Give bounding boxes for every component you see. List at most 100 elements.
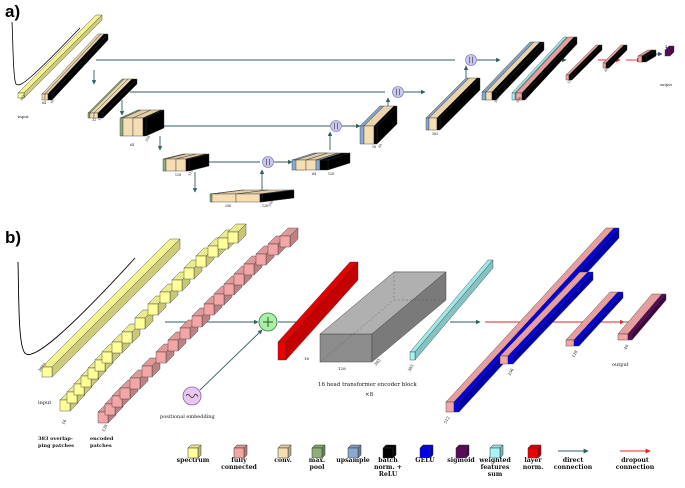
sigmoid-slab-b	[627, 293, 667, 341]
positional-embedding-node	[182, 386, 202, 406]
fc4-slab-b	[617, 293, 663, 341]
patches-label: ping patches	[38, 443, 74, 449]
dec4-bn	[319, 152, 351, 171]
spectrum-input-slab	[17, 14, 103, 99]
dim-label: 128	[571, 349, 579, 359]
legend-item-sigmoid: sigmoid	[438, 444, 484, 464]
legend-label: conv.	[274, 457, 292, 464]
dim-label: 64	[603, 67, 608, 73]
dim-label: 64	[130, 143, 134, 147]
dim-label: 3072	[37, 361, 48, 372]
enc3-bn	[142, 109, 165, 137]
enc2-bn	[97, 78, 138, 119]
dim-label: 64	[312, 172, 316, 176]
legend-label: fully connected	[221, 457, 257, 471]
legend-label: batch norm. + ReLU	[374, 457, 402, 478]
legend-label: layer norm.	[522, 457, 544, 471]
output-label-b: output	[612, 362, 629, 368]
bottleneck-bn	[259, 189, 295, 203]
dim-label: 256	[267, 200, 274, 207]
enc1-bn	[47, 33, 109, 101]
dim-label: 256	[225, 204, 231, 208]
dim-label: 40	[623, 343, 630, 350]
dim-label: 128	[566, 77, 573, 84]
legend-item-conv: conv.	[260, 444, 306, 464]
dim-label: 512	[187, 169, 194, 176]
concat-node-4	[262, 156, 274, 168]
legend-item-upsample: upsample	[330, 444, 376, 464]
dim-label: 383	[432, 132, 438, 136]
legend-label: GELU	[415, 457, 435, 464]
input-label: input	[18, 114, 29, 119]
gelu3-slab-b	[573, 291, 624, 347]
legend-item-fully-connected: fully connected	[216, 444, 262, 471]
dim-label: 64	[377, 143, 382, 149]
legend-item-direct-connection: direct connection	[550, 444, 596, 471]
panel-a-label: a)	[5, 2, 21, 21]
legend-item-batch-norm: batch norm. + ReLU	[365, 444, 411, 478]
cube-icon	[311, 444, 326, 458]
dim-label: 512	[443, 415, 451, 425]
dim-label: 383	[19, 94, 26, 101]
cube-icon	[382, 444, 397, 458]
legend-item-max-pool: max. pool	[294, 444, 340, 471]
fc1-bn	[521, 36, 578, 101]
output-label: output	[660, 83, 673, 87]
dim-label: 4	[665, 45, 667, 49]
cube-icon	[233, 444, 248, 458]
legend-label: sigmoid	[447, 457, 475, 464]
dim-label: 256	[515, 96, 522, 103]
dim-label: 128	[97, 114, 104, 121]
legend-item-weighted-sum: weighted features sum	[472, 444, 518, 478]
arrow-icon	[620, 448, 651, 454]
legend-label: spectrum	[176, 457, 210, 464]
spectrum-input-b	[41, 238, 181, 378]
legend-item-dropout-connection: dropout connection	[612, 444, 658, 471]
legend-label: direct connection	[553, 457, 593, 471]
dim-label: 16	[49, 99, 54, 105]
legend-item-layer-norm: layer norm.	[510, 444, 556, 471]
gelu2-slab-b	[507, 271, 594, 365]
weighted-sum-slab-b	[409, 259, 494, 361]
dim-label: 256	[144, 135, 151, 142]
cube-icon	[455, 444, 470, 458]
panel-b-label: b)	[5, 228, 22, 247]
cube-icon	[419, 444, 434, 458]
fc3-bn	[605, 44, 628, 69]
pos-embed-line	[199, 329, 263, 391]
cube-icon	[527, 444, 542, 458]
layer-norm-slab	[277, 261, 359, 361]
encoded-label: patches	[90, 443, 112, 449]
dim-label: 256	[507, 367, 515, 377]
legend-label: upsample	[336, 457, 370, 464]
transformer-block	[319, 271, 447, 363]
spectrum-curve-b	[17, 257, 136, 355]
legend-label: dropout connection	[615, 457, 655, 471]
legend-label: weighted features sum	[479, 457, 511, 478]
patches-label: 383 overlap-	[38, 436, 73, 442]
cube-icon	[187, 444, 202, 458]
encoded-label: encoded	[90, 436, 114, 442]
dec1-bn	[491, 41, 545, 101]
spectrum-curve	[11, 21, 81, 86]
encoded-patch-box	[279, 227, 299, 248]
dim-label: 64	[42, 101, 46, 105]
legend-item-gelu: GELU	[402, 444, 448, 464]
patch-box	[227, 223, 247, 244]
dim-label: 128	[328, 172, 334, 176]
input-label-b: input	[38, 400, 51, 406]
dim-label: 16	[61, 418, 68, 425]
wave-icon	[185, 393, 199, 399]
arrow-icon	[558, 448, 589, 454]
dim-label: 128	[175, 173, 181, 177]
dim-label: 128	[101, 423, 109, 433]
dim-label: 32	[92, 118, 96, 122]
fc2-bn	[568, 44, 603, 81]
cube-icon	[489, 444, 504, 458]
cube-icon	[347, 444, 362, 458]
cube-icon	[277, 444, 292, 458]
transformer-repeat-label: ×8	[365, 392, 374, 398]
dim-label: 128	[338, 366, 346, 371]
concat-node-3	[330, 120, 342, 132]
